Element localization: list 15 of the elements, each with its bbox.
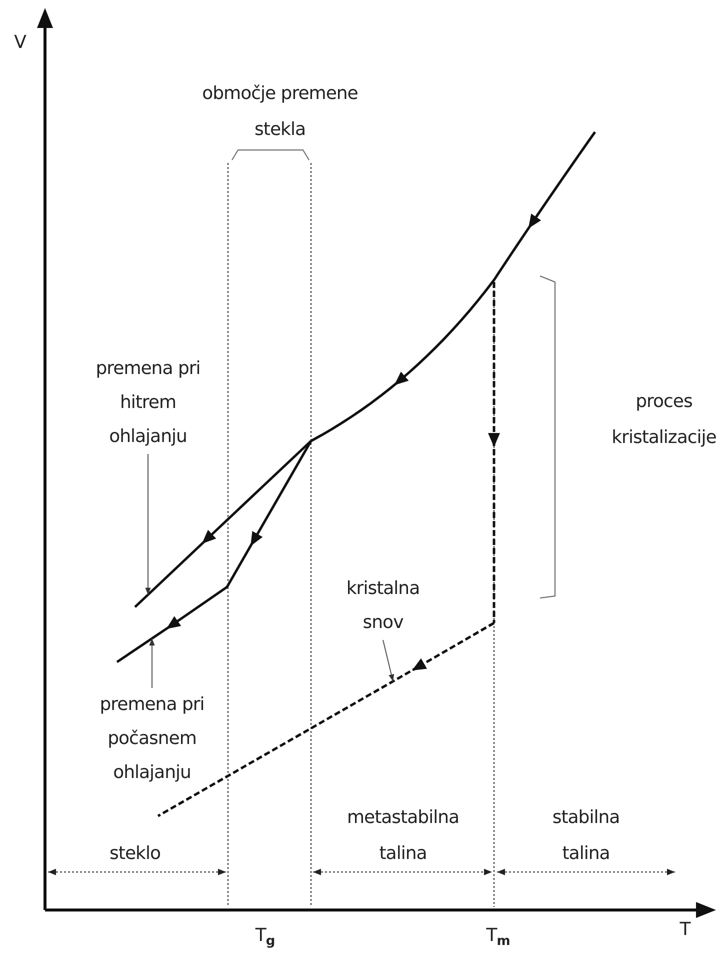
axis-label: T$_{g}$	[254, 924, 276, 951]
region-label: območje premene stekla	[201, 82, 359, 142]
region-label: proces kristalizacije	[610, 390, 718, 450]
leader-line	[145, 454, 151, 596]
leader-line	[382, 640, 394, 682]
region-label: metastabilna talina	[346, 806, 460, 866]
region-label: stabilna talina	[551, 806, 621, 866]
region-label: steklo	[108, 842, 162, 866]
region-label: V	[13, 31, 28, 55]
annotation-text: premena pri hitrem ohlajanju	[94, 352, 202, 454]
annotation-text: premena pri počasnem ohlajanju	[90, 688, 214, 790]
axis-label: T	[678, 918, 692, 942]
annotation-text: kristalna snov	[335, 572, 431, 640]
leader-line	[149, 638, 155, 688]
axis-label: T$_{m}$	[485, 924, 511, 951]
